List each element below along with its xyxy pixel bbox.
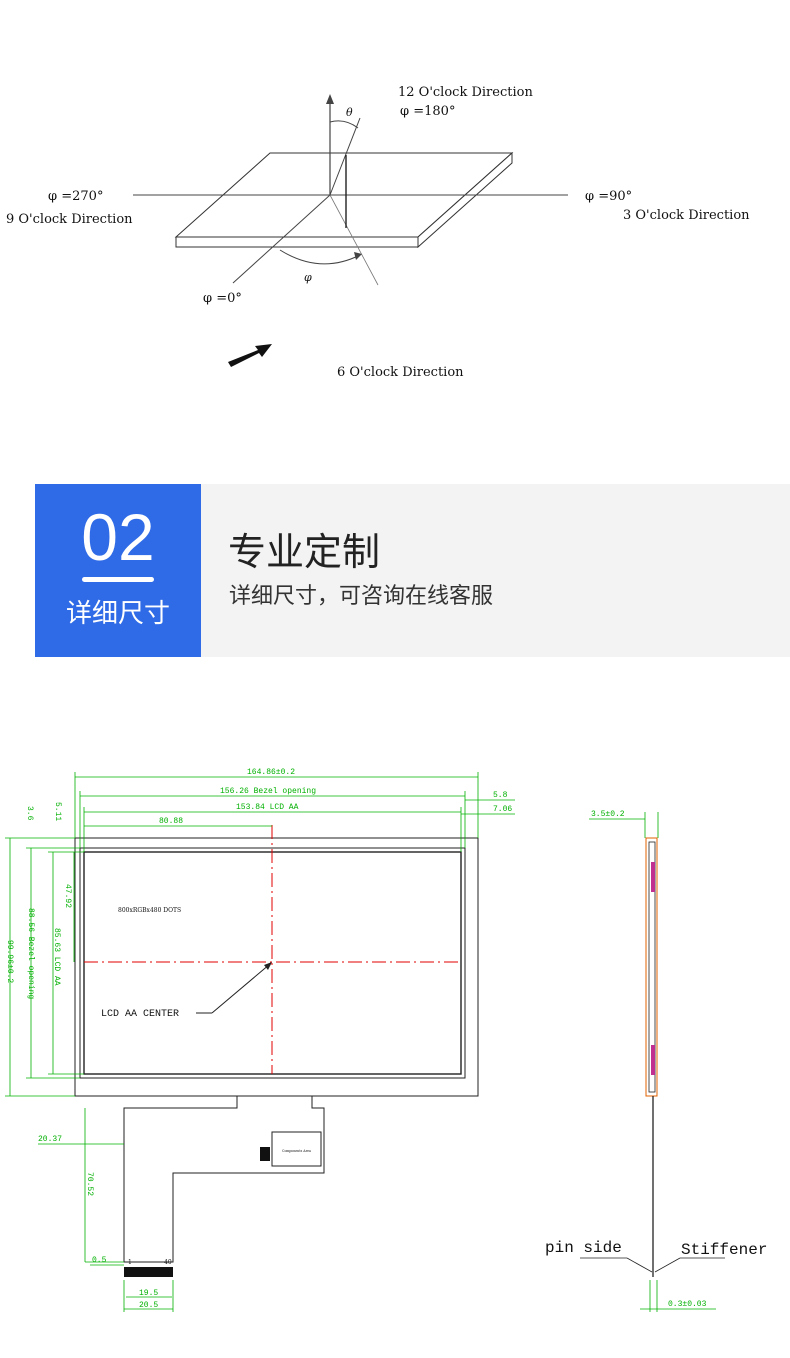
dim-bezel-height: 88.56 Bezel opening [26, 908, 35, 999]
theta-arc [329, 120, 359, 129]
dim-fpc-thickness: 0.3±0.03 [668, 1300, 707, 1309]
view-direction-projection [329, 194, 379, 286]
view-arrow-icon [228, 344, 272, 367]
badge-subtitle: 详细尺寸 [65, 599, 170, 629]
dim-fpc-total-width: 20.5 [139, 1301, 158, 1310]
label-dir-12: 12 O'clock Direction [398, 85, 533, 100]
dim-half-aa: 80.88 [159, 817, 183, 826]
viewing-angle-diagram: 12 O'clock Direction φ =180° θ φ =270° 9… [6, 85, 750, 380]
dim-fpc-edge: 0.5 [92, 1256, 107, 1265]
module-outline [74, 837, 479, 1097]
dim-top-offset-2: 5.11 [53, 802, 62, 821]
dim-fpc-offset: 20.37 [38, 1135, 62, 1144]
phi-arc [279, 249, 361, 265]
side-view-panel [648, 841, 656, 1093]
fpc-stiffener [124, 1267, 173, 1277]
component-box [271, 1131, 322, 1167]
fpc-outline [123, 1095, 325, 1263]
dimension-lines [5, 772, 716, 1312]
dim-fpc-pitch-width: 19.5 [139, 1289, 158, 1298]
label-resolution: 800xRGBx480 DOTS [118, 907, 181, 914]
dim-half-aa-height: 47.92 [63, 884, 72, 908]
phi-arc-arrowhead [354, 252, 362, 260]
center-leader-diag [211, 963, 271, 1014]
dim-thickness: 3.5±0.2 [591, 810, 625, 819]
dim-right-offset-1: 5.8 [493, 791, 508, 800]
label-pin-last: 40 [164, 1259, 172, 1266]
section-subtitle: 详细尺寸，可咨询在线客服 [229, 584, 494, 609]
depth-axis [232, 194, 331, 284]
dim-right-offset-2: 7.06 [493, 805, 512, 814]
label-phi-270: φ =270° [48, 189, 103, 204]
label-pin-side: pin side [545, 1239, 622, 1257]
label-center: LCD AA CENTER [101, 1009, 179, 1020]
mechanical-drawing: 164.86±0.2 156.26 Bezel opening 153.84 L… [5, 768, 767, 1312]
label-dir-3: 3 O'clock Direction [623, 208, 750, 223]
label-dir-6: 6 O'clock Direction [337, 365, 464, 380]
view-direction-line [329, 117, 361, 196]
label-pin-first: 1 [128, 1259, 132, 1266]
panel-side-face [417, 151, 513, 249]
dim-top-offset-1: 3.6 [25, 806, 34, 821]
label-phi: φ [304, 271, 312, 284]
label-phi-0: φ =0° [203, 291, 242, 306]
bezel-opening [79, 847, 466, 1079]
side-view-magenta-bottom [651, 1045, 655, 1075]
stiffener-leader-diag [654, 1257, 681, 1273]
label-component: Components Area [282, 1149, 311, 1153]
vertical-axis-arrowhead [326, 94, 334, 104]
label-phi-180: φ =180° [400, 104, 455, 119]
label-theta: θ [346, 106, 353, 119]
dim-fpc-length: 70.52 [85, 1172, 94, 1196]
dim-aa-height: 85.63 LCD AA [52, 928, 61, 986]
component-chip [260, 1147, 270, 1161]
section-number-badge: 02 详细尺寸 [35, 484, 201, 657]
label-stiffener: Stiffener [681, 1241, 767, 1259]
badge-divider [82, 577, 154, 582]
pin-side-leader-diag [626, 1257, 653, 1273]
section-number: 02 [81, 500, 155, 574]
dim-bezel-width: 156.26 Bezel opening [220, 787, 316, 796]
center-leader-arrowhead [264, 962, 272, 970]
label-dir-9: 9 O'clock Direction [6, 212, 133, 227]
dim-overall-width: 164.86±0.2 [247, 768, 295, 777]
side-view-magenta-top [651, 862, 655, 892]
side-view-body [645, 837, 658, 1097]
panel-front-face [175, 236, 419, 248]
label-phi-90: φ =90° [585, 189, 632, 204]
section-title: 专业定制 [228, 530, 381, 574]
dim-overall-height: 99.96±0.2 [5, 940, 14, 983]
dim-aa-width: 153.84 LCD AA [236, 803, 299, 812]
